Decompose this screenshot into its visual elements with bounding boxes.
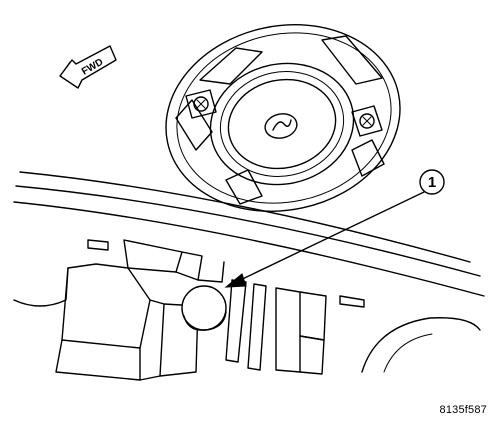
callout-1: 1 (224, 169, 445, 288)
component-1 (181, 285, 227, 331)
speaker-cone (209, 62, 355, 186)
speaker-dust-cap (264, 113, 298, 139)
speaker-housing (165, 24, 401, 212)
forward-direction-arrow-icon (59, 45, 117, 89)
callout-1-leader (231, 191, 425, 285)
callout-1-arrowhead (224, 273, 247, 288)
speaker-logo-icon (272, 119, 292, 131)
mounting-screw-right (359, 113, 375, 129)
forward-direction-arrow: FWD (59, 45, 117, 89)
instrument-panel-structure (13, 171, 485, 381)
mounting-screw-left (193, 96, 209, 112)
callout-1-balloon (419, 169, 445, 195)
figure-id: 8135f587 (439, 404, 487, 416)
callout-1-number: 1 (428, 174, 436, 191)
speaker-assembly (165, 24, 401, 212)
